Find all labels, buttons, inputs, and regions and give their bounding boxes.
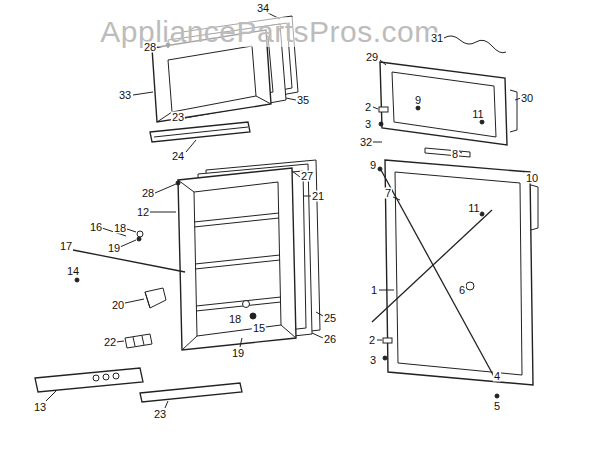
callout-number: 8 [451, 149, 459, 160]
callout-number: 17 [59, 241, 73, 252]
callout-number: 3 [369, 355, 377, 366]
callout-number: 11 [467, 203, 480, 214]
callout-number: 11 [471, 109, 484, 120]
callout-number: 2 [364, 102, 372, 113]
callout-number: 29 [365, 52, 379, 63]
callout-number: 31 [430, 33, 444, 44]
callout-number: 22 [103, 337, 117, 348]
callout-number: 9 [414, 95, 422, 106]
callout-number: 33 [118, 90, 132, 101]
callout-number: 32 [359, 137, 373, 148]
callout-number: 16 [89, 222, 103, 233]
callout-number: 23 [153, 409, 167, 420]
callout-number: 6 [458, 285, 466, 296]
callout-number: 19 [231, 348, 245, 359]
callout-number: 28 [143, 42, 157, 53]
callout-number: 15 [252, 323, 266, 334]
callout-number: 4 [493, 371, 501, 382]
callout-number: 21 [311, 191, 325, 202]
callout-number: 14 [66, 266, 80, 277]
callout-number: 5 [493, 401, 501, 412]
callout-number: 20 [111, 300, 125, 311]
callout-number: 30 [520, 93, 534, 104]
callout-number: 23 [171, 112, 185, 123]
callout-number: 7 [384, 188, 392, 199]
callout-number: 18 [113, 223, 127, 234]
callout-number: 10 [525, 173, 539, 184]
callout-number: 28 [141, 188, 155, 199]
callout-number: 26 [323, 334, 337, 345]
callout-number: 19 [107, 243, 121, 254]
callout-number: 35 [296, 95, 310, 106]
callout-number: 12 [136, 207, 150, 218]
callout-number: 9 [369, 160, 377, 171]
callout-number: 25 [323, 313, 337, 324]
callout-number: 18 [228, 314, 242, 325]
callout-number: 2 [368, 335, 376, 346]
callout-number: 27 [300, 171, 314, 182]
callout-number: 1 [370, 285, 378, 296]
callout-number: 3 [364, 119, 372, 130]
callout-number: 24 [171, 151, 185, 162]
callout-number: 34 [256, 3, 270, 14]
callout-number: 13 [33, 402, 47, 413]
